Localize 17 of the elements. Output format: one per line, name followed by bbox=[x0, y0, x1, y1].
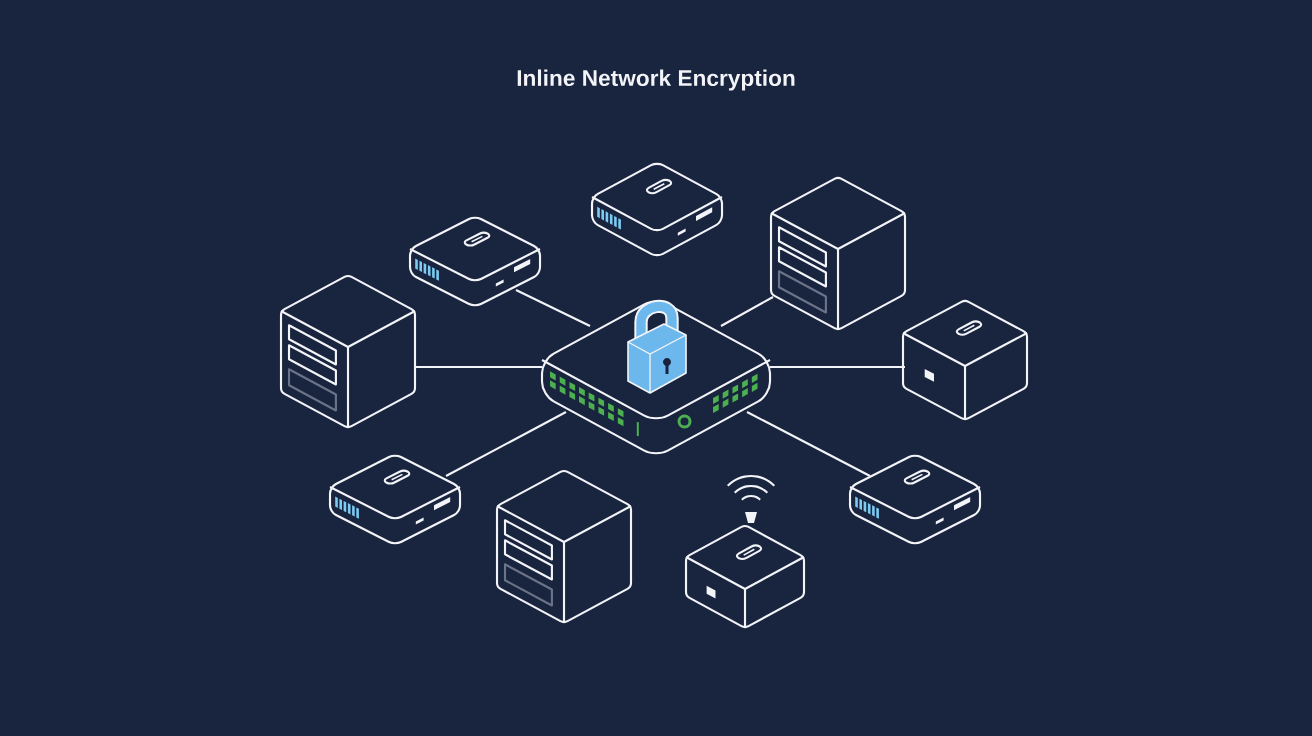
server-drawing bbox=[495, 470, 633, 623]
server-drawing bbox=[279, 275, 417, 428]
router-drawing bbox=[328, 454, 462, 545]
connector-line bbox=[415, 365, 542, 369]
title: Inline Network Encryption bbox=[517, 69, 795, 91]
device-box-drawing bbox=[901, 300, 1029, 420]
encryptor-drawing bbox=[540, 299, 772, 455]
connector-line bbox=[746, 411, 871, 477]
server-drawing bbox=[769, 177, 907, 330]
router-drawing bbox=[848, 454, 982, 545]
connector-line bbox=[515, 289, 591, 327]
connector-line bbox=[445, 411, 567, 477]
router-drawing bbox=[408, 216, 542, 307]
router-drawing bbox=[590, 162, 724, 257]
wireless-device-drawing bbox=[684, 474, 806, 628]
connector-line bbox=[720, 296, 774, 327]
connector-line bbox=[770, 365, 905, 369]
